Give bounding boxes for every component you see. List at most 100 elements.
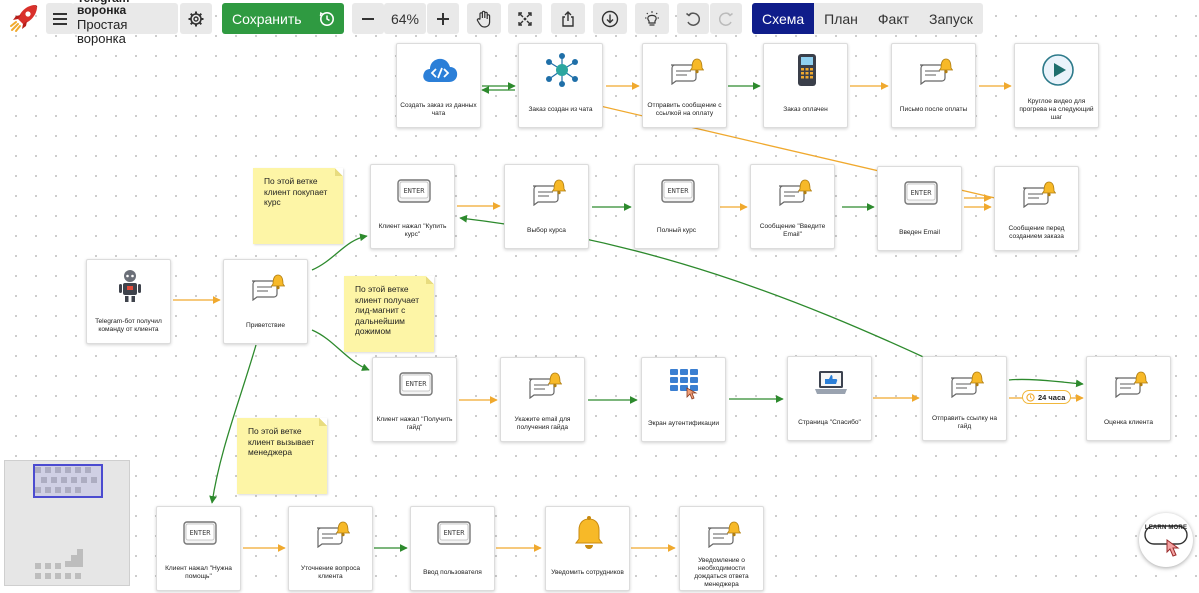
message-bell-icon — [919, 58, 953, 85]
plus-icon — [437, 12, 449, 25]
node-order-paid[interactable]: Заказ оплачен — [763, 43, 848, 128]
node-label: Клиент нажал "Купить курс" — [378, 223, 447, 238]
ideas-button[interactable] — [635, 3, 669, 34]
note-lead-magnet[interactable]: По этой ветке клиент получает лид-магнит… — [344, 276, 434, 352]
save-button[interactable]: Сохранить — [222, 3, 344, 34]
message-bell-icon — [778, 179, 812, 206]
node-send-guide-link[interactable]: Отправить ссылку на гайд — [922, 356, 1007, 441]
svg-text:ENTER: ENTER — [405, 380, 427, 388]
node-label: Заказ оплачен — [783, 106, 828, 114]
play-video-icon — [1041, 54, 1074, 86]
node-send-pay-link[interactable]: Отправить сообщение с ссылкой на оплату — [642, 43, 727, 128]
menu-button[interactable] — [46, 3, 74, 34]
undo-button[interactable] — [677, 3, 709, 34]
bell-icon — [574, 516, 603, 549]
node-after-pay-letter[interactable]: Письмо после оплаты — [891, 43, 976, 128]
minimap[interactable] — [4, 460, 130, 586]
node-label: Сообщение перед созданием заказа — [1008, 225, 1065, 240]
node-enter-email-msg[interactable]: Сообщение "Введите Email" — [750, 164, 835, 249]
message-bell-icon — [251, 274, 285, 301]
message-bell-icon — [1022, 181, 1056, 208]
tab-plan[interactable]: План — [824, 10, 858, 27]
node-click-buy[interactable]: ENTER Клиент нажал "Купить курс" — [370, 164, 455, 249]
node-click-help[interactable]: ENTER Клиент нажал "Нужна помощь" — [156, 506, 241, 591]
node-email-entered[interactable]: ENTER Введен Email — [877, 166, 962, 251]
node-greeting[interactable]: Приветствие — [223, 259, 308, 344]
minus-icon — [362, 17, 374, 20]
settings-button[interactable] — [180, 3, 212, 34]
robot-icon — [118, 270, 141, 302]
cloud-code-icon — [422, 58, 457, 82]
undo-icon — [686, 11, 701, 26]
zoom-in-button[interactable] — [427, 3, 459, 34]
enter-key-icon: ENTER — [182, 521, 217, 545]
node-label: Уточнение вопроса клиента — [300, 565, 361, 580]
learn-more-button[interactable]: LEARN MORE — [1139, 513, 1193, 567]
payment-terminal-icon — [797, 54, 816, 86]
funnel-title: Простая воронка — [77, 16, 128, 46]
learn-more-label: LEARN MORE — [1144, 525, 1188, 531]
svg-text:ENTER: ENTER — [189, 529, 211, 537]
laptop-like-icon — [814, 371, 847, 394]
node-label: Приветствие — [245, 322, 286, 330]
message-bell-icon — [1114, 371, 1148, 398]
network-node-icon — [545, 53, 578, 87]
node-thanks-page[interactable]: Страница "Спасибо" — [787, 356, 872, 441]
svg-text:ENTER: ENTER — [910, 189, 932, 197]
node-label: Оценка клиента — [1103, 419, 1154, 427]
note-buy-course[interactable]: По этой ветке клиент покупает курс — [253, 168, 343, 244]
node-create-order[interactable]: Создать заказ из данных чата — [396, 43, 481, 128]
lightbulb-icon — [645, 10, 659, 26]
node-label: Укажите email для получения гайда — [514, 416, 571, 431]
tab-fact[interactable]: Факт — [877, 10, 910, 27]
svg-text:ENTER: ENTER — [443, 529, 465, 537]
node-auth-screen[interactable]: Экран аутентификации — [641, 357, 726, 442]
delay-badge[interactable]: 24 часа — [1022, 390, 1072, 404]
node-before-order-msg[interactable]: Сообщение перед созданием заказа — [994, 166, 1079, 251]
hamburger-icon — [53, 12, 67, 25]
redo-button[interactable] — [710, 3, 742, 34]
rocket-logo-icon[interactable] — [8, 2, 40, 34]
view-tabs: Схема План Факт Запуск — [752, 3, 983, 34]
node-notify-staff[interactable]: Уведомить сотрудников — [545, 506, 630, 591]
node-label: Отправить сообщение с ссылкой на оплату — [647, 102, 722, 117]
fit-view-button[interactable] — [508, 3, 542, 34]
enter-key-icon: ENTER — [396, 179, 431, 203]
node-label: Введен Email — [899, 229, 940, 237]
tab-launch[interactable]: Запуск — [929, 10, 973, 27]
history-clock-icon[interactable] — [319, 11, 335, 27]
node-order-created[interactable]: Заказ создан из чата — [518, 43, 603, 128]
node-full-course[interactable]: ENTER Полный курс — [634, 164, 719, 249]
message-bell-icon — [707, 521, 741, 548]
enter-key-icon: ENTER — [436, 521, 471, 545]
node-label: Клиент нажал "Нужна помощь" — [165, 565, 232, 580]
node-label: Выбор курса — [527, 227, 566, 235]
node-user-input[interactable]: ENTER Ввод пользователя — [410, 506, 495, 591]
node-choose-course[interactable]: Выбор курса — [504, 164, 589, 249]
message-bell-icon — [532, 179, 566, 206]
node-round-video[interactable]: Круглое видео для прогрева на следующий … — [1014, 43, 1099, 128]
share-button[interactable] — [551, 3, 585, 34]
download-button[interactable] — [593, 3, 627, 34]
funnel-title-area: Telegram воронка Простая воронка — [72, 0, 178, 45]
node-label: Отправить ссылку на гайд — [931, 415, 998, 430]
node-label: Заказ создан из чата — [528, 106, 593, 114]
note-call-manager[interactable]: По этой ветке клиент вызывает менеджера — [237, 418, 327, 494]
node-clarify-question[interactable]: Уточнение вопроса клиента — [288, 506, 373, 591]
node-specify-email[interactable]: Укажите email для получения гайда — [500, 357, 585, 442]
node-label: Telegram-бот получил команду от клиента — [95, 318, 162, 333]
node-label: Экран аутентификации — [647, 420, 720, 428]
minimap-viewport[interactable] — [33, 464, 103, 498]
node-label: Круглое видео для прогрева на следующий … — [1019, 98, 1094, 121]
node-label: Сообщение "Введите Email" — [759, 223, 826, 238]
node-client-rating[interactable]: Оценка клиента — [1086, 356, 1171, 441]
svg-text:ENTER: ENTER — [667, 187, 689, 195]
node-notify-wait[interactable]: Уведомление о необходимости дождаться от… — [679, 506, 764, 591]
node-bot-command[interactable]: Telegram-бот получил команду от клиента — [86, 259, 171, 344]
node-label: Уведомление о необходимости дождаться от… — [694, 557, 749, 588]
node-click-guide[interactable]: ENTER Клиент нажал "Получить гайд" — [372, 357, 457, 442]
message-bell-icon — [670, 58, 704, 85]
zoom-out-button[interactable] — [352, 3, 384, 34]
tab-scheme[interactable]: Схема — [752, 3, 815, 34]
pan-tool-button[interactable] — [467, 3, 501, 34]
